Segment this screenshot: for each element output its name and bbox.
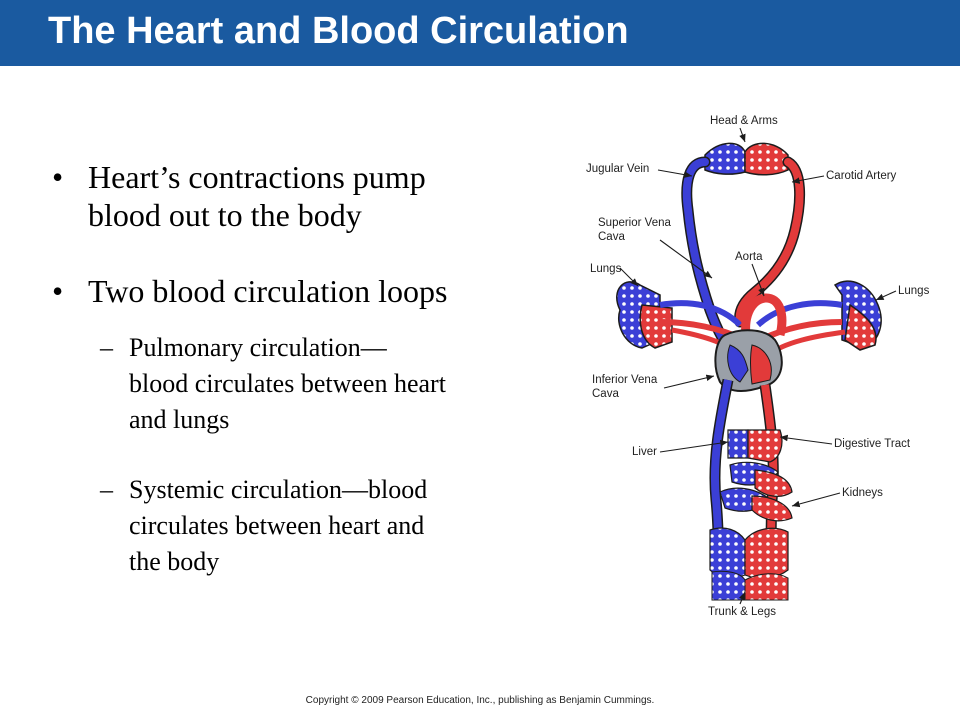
sub-bullet-text: Systemic circulation—blood circulates be… [129, 472, 589, 580]
sub-bullet-line: blood circulates between heart [129, 369, 446, 398]
copyright-notice: Copyright © 2009 Pearson Education, Inc.… [305, 695, 655, 706]
bullet-line: Two blood circulation loops [88, 273, 448, 309]
label-head-arms: Head & Arms [710, 115, 778, 127]
label-trunk-legs: Trunk & Legs [708, 606, 776, 618]
sub-bullet-marker: – [100, 333, 113, 362]
bullet-line: Heart’s contractions pump [88, 159, 426, 195]
label-lungs-right: Lungs [898, 285, 930, 297]
label-superior-vena-cava-line1: Superior Vena [598, 217, 671, 229]
bullet-line: blood out to the body [88, 197, 362, 233]
label-kidneys: Kidneys [842, 487, 883, 499]
sub-bullet-text: Pulmonary circulation— blood circulates … [129, 330, 589, 438]
right-lung-capillaries [833, 280, 882, 351]
label-lungs-left: Lungs [590, 263, 622, 275]
sub-bullet-line: Pulmonary circulation— [129, 333, 387, 362]
title-bar: The Heart and Blood Circulation [0, 0, 960, 66]
label-inferior-vena-cava-line1: Inferior Vena [592, 374, 658, 386]
label-inferior-vena-cava-line2: Cava [592, 388, 619, 400]
label-digestive-tract: Digestive Tract [834, 438, 911, 450]
bullet-marker: • [52, 159, 64, 195]
bullet-marker: • [52, 273, 64, 309]
label-jugular-vein: Jugular Vein [586, 163, 649, 175]
liver-digestive-capillaries [727, 429, 793, 497]
kidney-capillaries [719, 487, 793, 522]
trunk-legs-capillaries [709, 527, 789, 601]
label-aorta: Aorta [735, 251, 763, 263]
slide-title: The Heart and Blood Circulation [48, 10, 629, 52]
circulation-diagram: Head & Arms Jugular Vein Carotid Artery … [586, 115, 930, 618]
left-lung-capillaries [616, 281, 673, 349]
sub-bullet-marker: – [100, 475, 113, 504]
bullet-text: Two blood circulation loops [88, 272, 588, 310]
label-superior-vena-cava-line2: Cava [598, 231, 625, 243]
sub-bullet-line: circulates between heart and [129, 511, 425, 540]
bullet-list: • Heart’s contractions pump blood out to… [52, 158, 589, 580]
sub-bullet-line: the body [129, 547, 220, 576]
label-carotid-artery: Carotid Artery [826, 170, 897, 182]
label-liver: Liver [632, 446, 657, 458]
bullet-text: Heart’s contractions pump blood out to t… [88, 158, 588, 234]
sub-bullet-line: and lungs [129, 405, 230, 434]
heart-shape [714, 329, 783, 392]
leader-arrows [619, 127, 897, 605]
sub-bullet-line: Systemic circulation—blood [129, 475, 428, 504]
head-arms-capillaries [704, 142, 789, 176]
diagram-labels: Head & Arms Jugular Vein Carotid Artery … [586, 115, 930, 618]
